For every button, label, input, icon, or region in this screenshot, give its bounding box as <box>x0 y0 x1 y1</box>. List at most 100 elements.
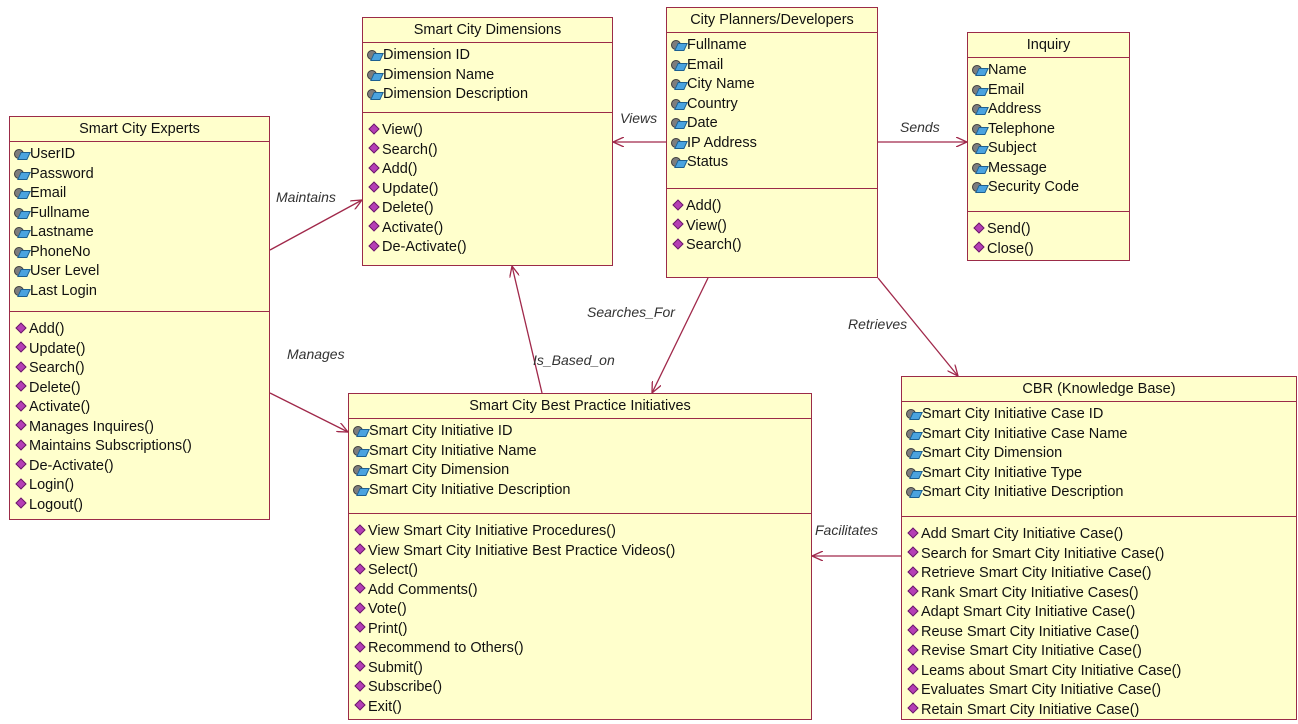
operation-icon <box>368 201 380 213</box>
operation-icon <box>368 181 380 193</box>
operation-icon <box>15 380 27 392</box>
operation-label: Add() <box>382 161 418 177</box>
attribute-icon <box>671 117 685 130</box>
operation-label: Send() <box>987 221 1031 237</box>
operation-label: Search() <box>382 141 438 158</box>
operation-row: Search() <box>14 359 269 379</box>
operation-icon <box>368 220 380 232</box>
manages-line <box>269 392 348 432</box>
operation-row: Activate() <box>367 219 612 239</box>
attribute-label: Smart City Initiative ID <box>369 423 513 439</box>
attribute-icon <box>353 464 367 477</box>
attribute-row: Date <box>671 114 877 134</box>
attribute-icon <box>14 207 28 220</box>
operation-icon <box>907 624 919 636</box>
operation-icon <box>354 563 366 575</box>
attribute-row: Smart City Dimension <box>353 461 811 481</box>
attribute-icon <box>367 88 381 101</box>
operation-label: Logout() <box>29 496 84 513</box>
attribute-icon <box>972 142 986 155</box>
attribute-icon <box>353 484 367 497</box>
is-based-on-line <box>512 266 543 394</box>
attribute-label: PhoneNo <box>30 243 91 260</box>
attribute-label: UserID <box>30 146 76 162</box>
attribute-icon <box>972 64 986 77</box>
class-name: City Planners/Developers <box>667 8 877 33</box>
attribute-row: Address <box>972 100 1129 120</box>
operation-row: Close() <box>972 240 1129 260</box>
attribute-label: Fullname <box>30 204 90 221</box>
operation-row: Update() <box>367 180 612 200</box>
attribute-label: City Name <box>687 76 755 92</box>
class-name: Smart City Experts <box>10 117 269 142</box>
operation-row: Maintains Subscriptions() <box>14 437 269 457</box>
attribute-icon <box>906 447 920 460</box>
operation-row: Add Comments() <box>353 581 811 601</box>
operation-label: Add() <box>29 321 65 337</box>
attribute-icon <box>671 59 685 72</box>
facilitates-label: Facilitates <box>815 522 879 538</box>
operation-row: Login() <box>14 476 269 496</box>
operation-label: Close() <box>987 240 1034 257</box>
operation-label: View() <box>382 122 423 138</box>
operation-icon <box>907 702 919 714</box>
operation-label: Evaluates Smart City Initiative Case() <box>921 682 1162 698</box>
attribute-label: Smart City Dimension <box>922 445 1063 461</box>
operation-row: Evaluates Smart City Initiative Case() <box>906 681 1296 701</box>
operation-label: Submit() <box>368 659 423 676</box>
operation-row: Recommend to Others() <box>353 639 811 659</box>
operation-list: Send() Close() <box>968 212 1129 263</box>
attribute-row: Email <box>972 81 1129 101</box>
operation-label: Delete() <box>29 379 81 396</box>
attribute-label: Lastname <box>30 224 94 240</box>
attribute-row: Smart City Initiative Case Name <box>906 425 1296 445</box>
operation-icon <box>15 419 27 431</box>
class-best-practice-initiatives[interactable]: Smart City Best Practice Initiatives Sma… <box>348 393 812 720</box>
attribute-label: IP Address <box>687 134 757 151</box>
operation-icon <box>354 660 366 672</box>
operation-row: Add() <box>14 320 269 340</box>
operation-row: Send() <box>972 220 1129 240</box>
operation-label: Search() <box>29 360 85 376</box>
attribute-row: PhoneNo <box>14 243 269 263</box>
operation-row: Exit() <box>353 698 811 718</box>
operation-label: View() <box>686 217 727 234</box>
attribute-icon <box>972 162 986 175</box>
attribute-label: Fullname <box>687 37 747 53</box>
attribute-icon <box>972 103 986 116</box>
operation-row: Select() <box>353 561 811 581</box>
attribute-icon <box>906 467 920 480</box>
operation-row: Search() <box>671 236 877 256</box>
operation-icon <box>907 683 919 695</box>
attribute-row: Dimension Name <box>367 66 612 86</box>
operation-row: Submit() <box>353 659 811 679</box>
attribute-row: Email <box>671 56 877 76</box>
operation-icon <box>354 524 366 536</box>
attribute-row: Smart City Dimension <box>906 444 1296 464</box>
operation-label: Select() <box>368 562 418 578</box>
operation-label: Rank Smart City Initiative Cases() <box>921 584 1139 601</box>
operation-label: Search for Smart City Initiative Case() <box>921 545 1165 562</box>
attribute-icon <box>14 187 28 200</box>
operation-label: Subscribe() <box>368 679 443 695</box>
retrieves-label: Retrieves <box>848 316 908 332</box>
attribute-row: Fullname <box>14 204 269 224</box>
attribute-label: User Level <box>30 263 100 279</box>
operation-row: Retrieve Smart City Initiative Case() <box>906 564 1296 584</box>
operation-label: View Smart City Initiative Procedures() <box>368 523 616 539</box>
operation-row: Add() <box>671 197 877 217</box>
class-cbr-knowledge-base[interactable]: CBR (Knowledge Base) Smart City Initiati… <box>901 376 1297 720</box>
operation-icon <box>15 400 27 412</box>
operation-icon <box>354 621 366 633</box>
attribute-row: UserID <box>14 145 269 165</box>
attribute-label: Smart City Initiative Description <box>369 481 571 498</box>
attribute-icon <box>906 486 920 499</box>
attribute-label: Status <box>687 154 729 170</box>
operation-label: Retain Smart City Initiative Case() <box>921 701 1140 718</box>
operation-row: Rank Smart City Initiative Cases() <box>906 584 1296 604</box>
